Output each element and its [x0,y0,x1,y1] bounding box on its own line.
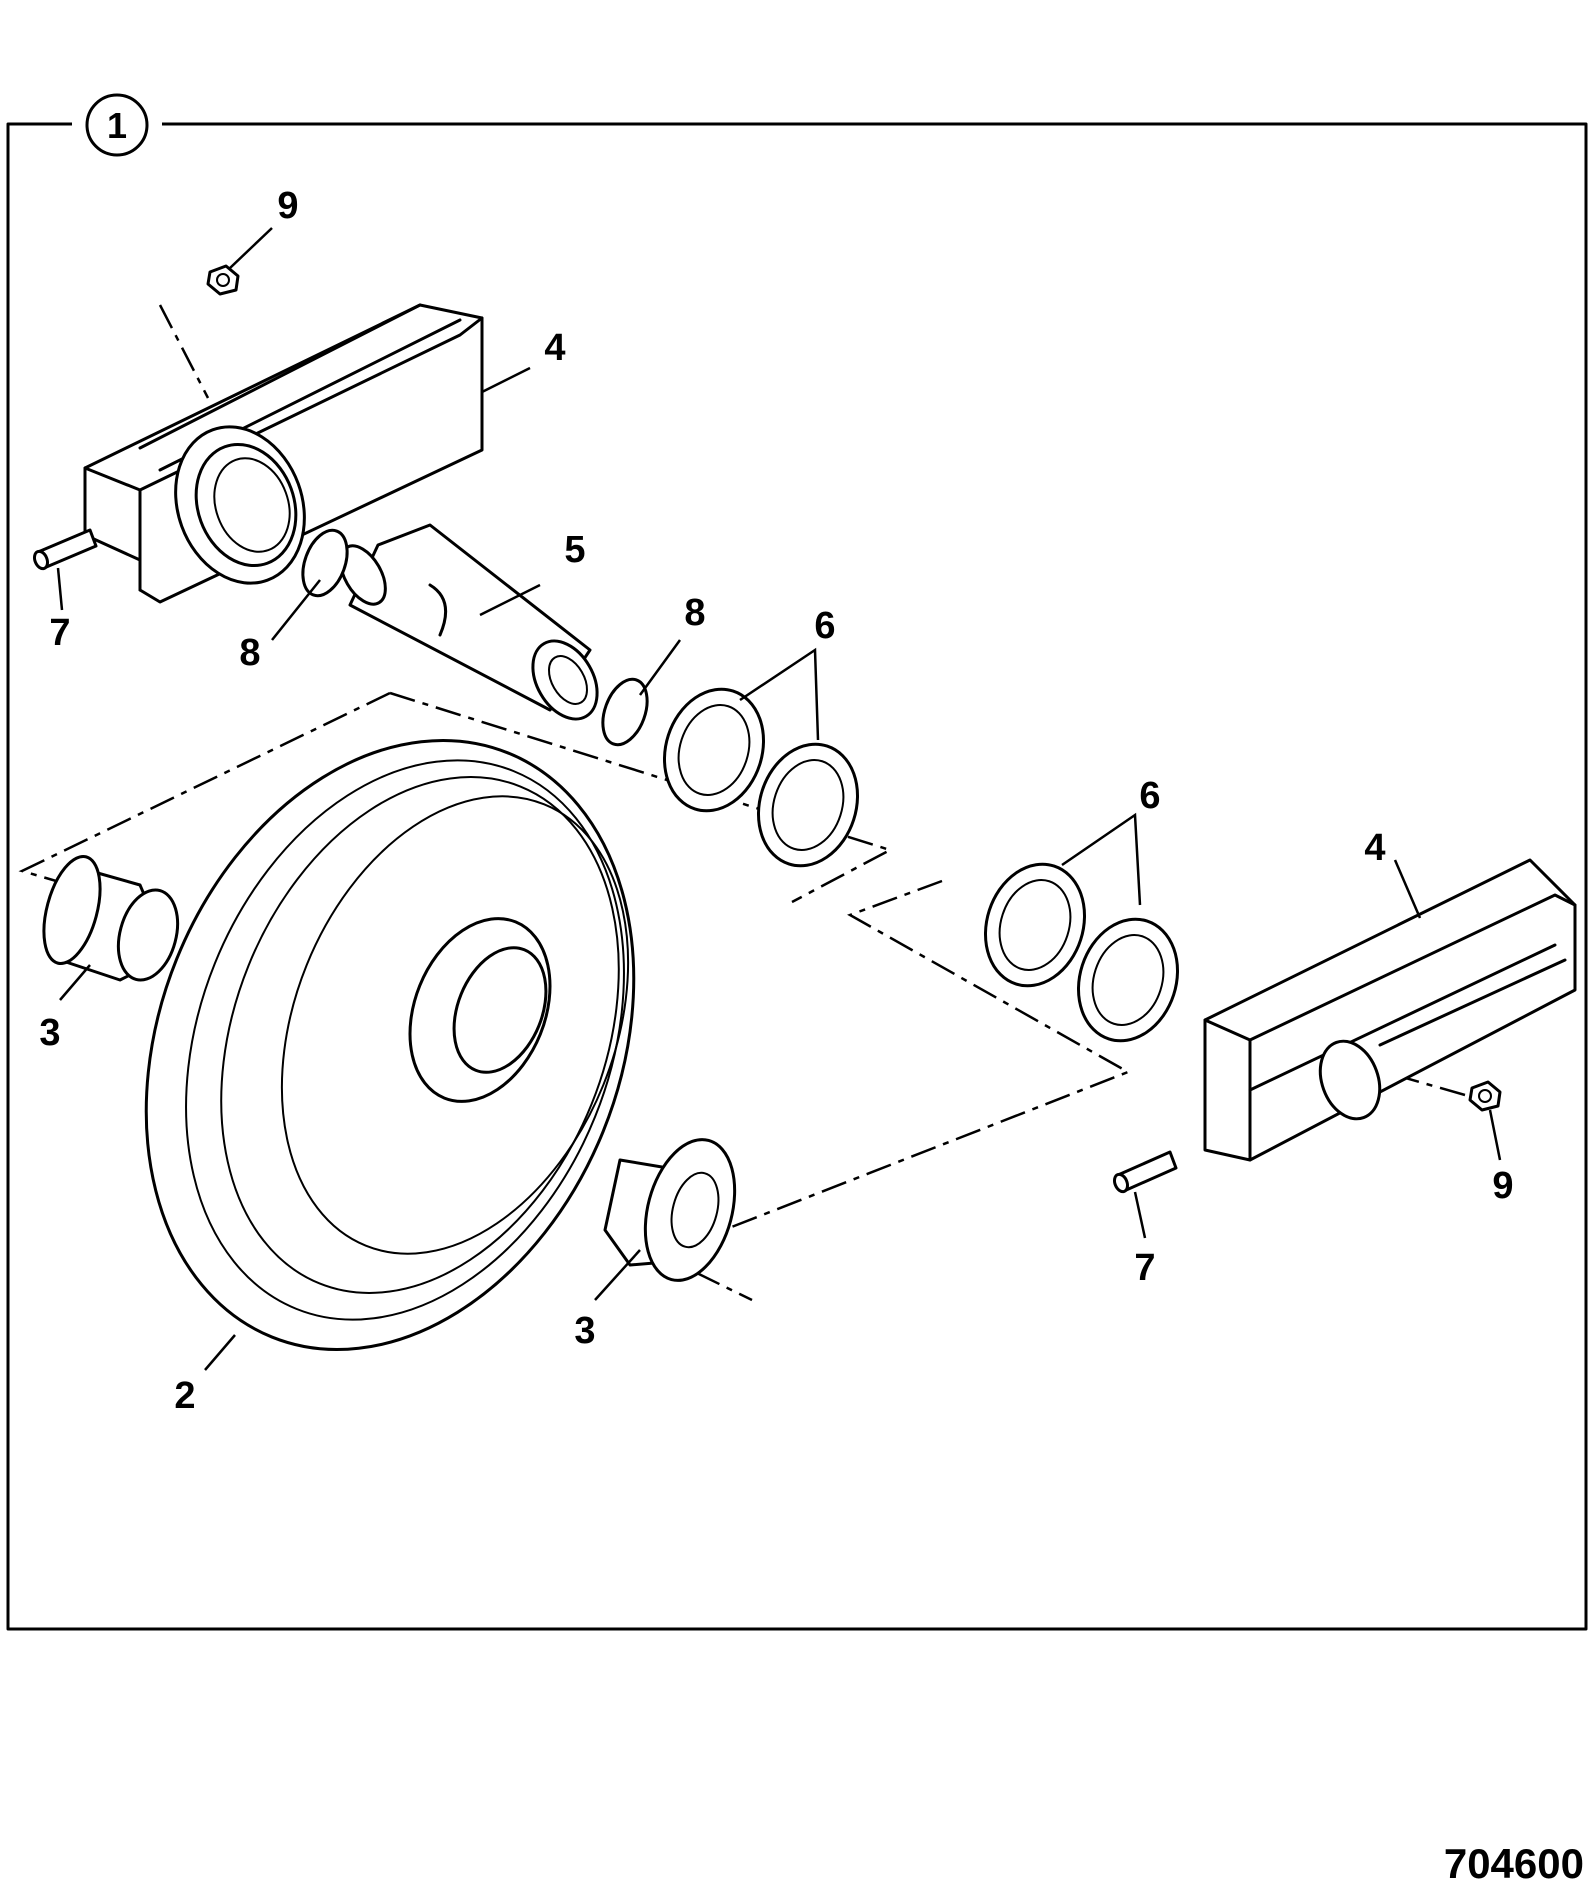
roll-pin-right [1112,1150,1178,1194]
figure-reference-number: 1 [107,105,127,146]
grease-nipple-lower [1468,1080,1502,1112]
callout-labels: 9 4 7 8 5 8 6 3 2 3 6 4 7 9 [39,185,1513,1417]
callout-bush-right: 3 [574,1310,595,1352]
callout-circlip-left: 8 [239,632,260,674]
figure-frame [6,122,1588,1631]
callout-shaft: 5 [564,529,585,571]
leader-lines [56,227,1502,1371]
callout-seal-pair-lower: 6 [1139,775,1160,817]
callout-bush-left: 3 [39,1012,60,1054]
roll-pin-left [32,528,98,571]
bush-left [42,854,180,982]
bush-right [603,1138,737,1282]
shaft [339,523,599,721]
assembly-center-lines [18,304,1466,1302]
circlip-left [301,528,349,598]
callout-seal-pair-upper: 6 [814,605,835,647]
seal-pair-lower [983,862,1180,1043]
upper-bracket [83,303,484,604]
callout-circlip-right: 8 [684,592,705,634]
callout-bracket-upper: 4 [544,327,565,369]
grease-nipple-upper [206,264,240,296]
figure-reference-badge: 1 [72,93,162,157]
drawing-number: 704600 [1444,1840,1584,1887]
callout-nipple-lower: 9 [1492,1165,1513,1207]
callout-pin-right: 7 [1134,1247,1155,1289]
idler-wheel [144,738,636,1352]
lower-bracket [1203,858,1577,1162]
callout-pin-left: 7 [49,612,70,654]
callout-idler-wheel: 2 [174,1375,195,1417]
callout-nipple-upper: 9 [277,185,298,227]
callout-bracket-lower: 4 [1364,827,1385,869]
circlip-right [601,677,649,747]
seal-pair-upper [662,687,860,868]
